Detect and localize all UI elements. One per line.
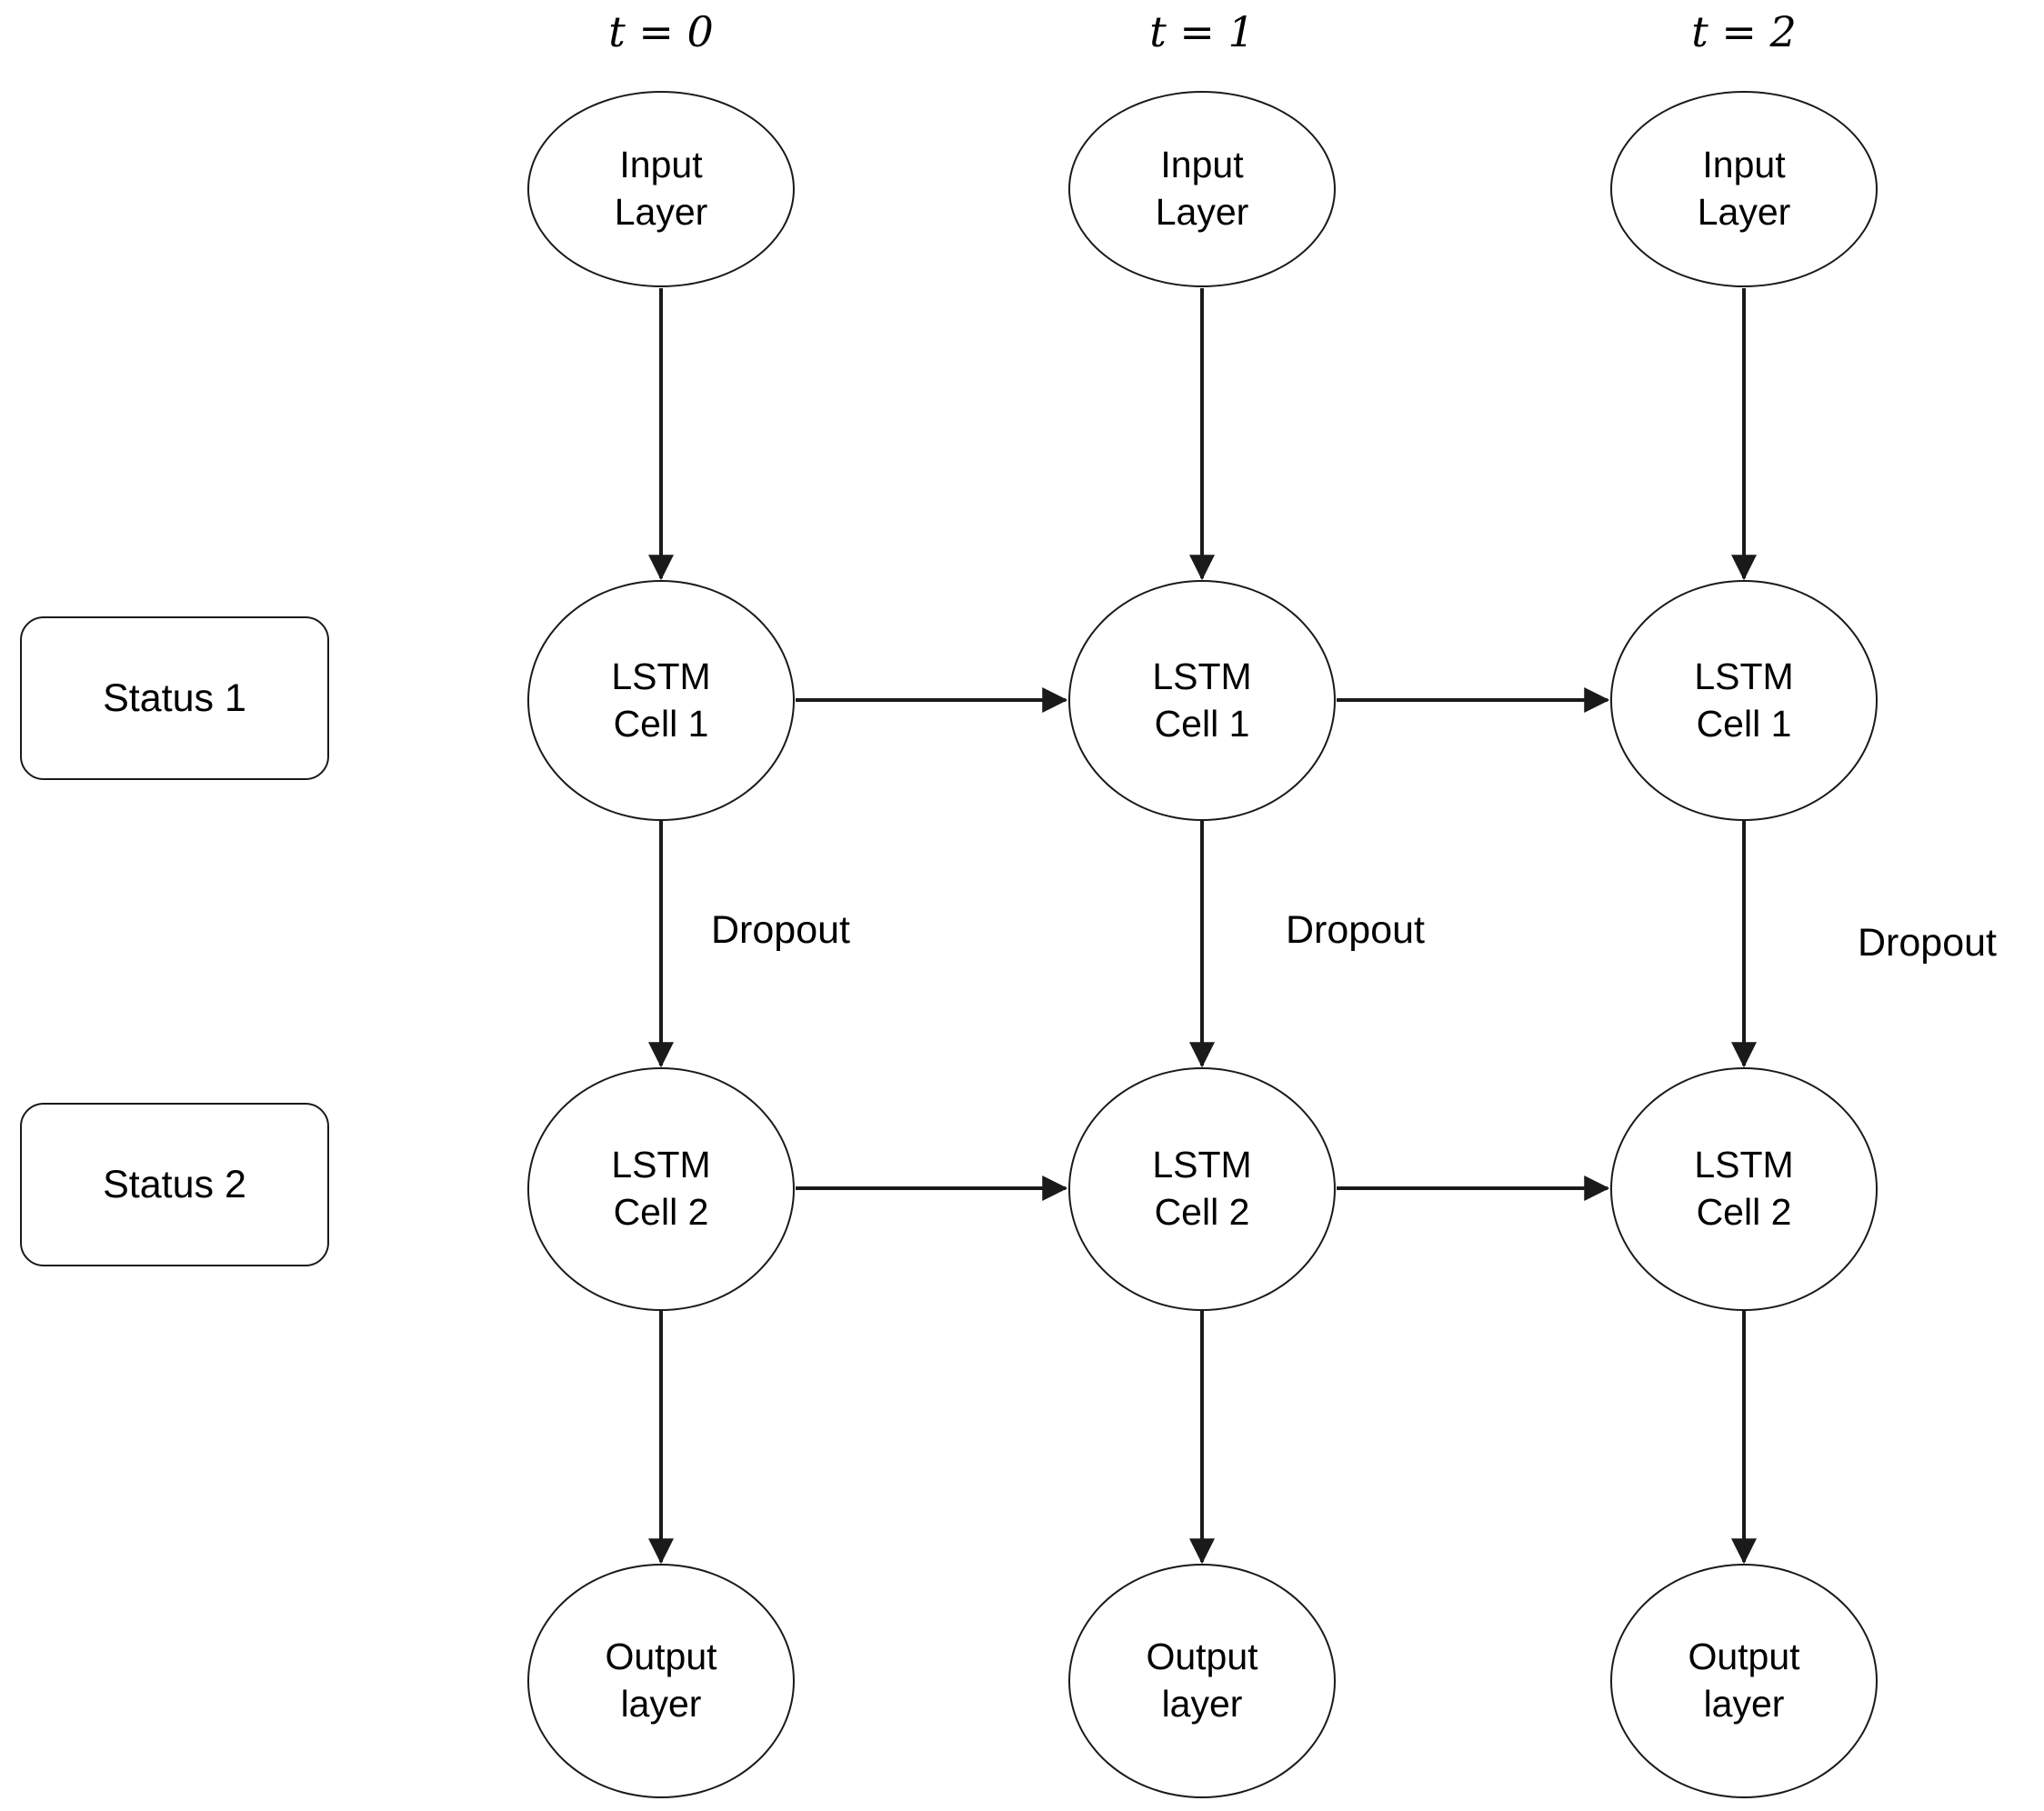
status-box-2-label: Status 2 bbox=[103, 1162, 246, 1206]
node-lstm-cell-2-t2-line2: Cell 2 bbox=[1696, 1191, 1792, 1233]
node-input-layer-t1-line2: Layer bbox=[1155, 191, 1249, 233]
node-lstm-cell-1-t2[interactable]: LSTM Cell 1 bbox=[1610, 580, 1878, 821]
node-input-layer-t0-line1: Input bbox=[619, 144, 703, 186]
node-lstm-cell-2-t0-line2: Cell 2 bbox=[613, 1191, 709, 1233]
node-lstm-cell-2-t0-line1: LSTM bbox=[611, 1144, 711, 1186]
node-lstm-cell-1-t0-line2: Cell 1 bbox=[613, 702, 709, 745]
node-lstm-cell-1-t0[interactable]: LSTM Cell 1 bbox=[527, 580, 795, 821]
edge-label-dropout-t0: Dropout bbox=[711, 908, 850, 952]
node-lstm-cell-2-t1-line1: LSTM bbox=[1152, 1144, 1252, 1186]
status-box-1-label: Status 1 bbox=[103, 675, 246, 720]
node-lstm-cell-2-t1[interactable]: LSTM Cell 2 bbox=[1068, 1067, 1336, 1311]
node-lstm-cell-1-t1[interactable]: LSTM Cell 1 bbox=[1068, 580, 1336, 821]
node-lstm-cell-1-t2-line2: Cell 1 bbox=[1696, 702, 1792, 745]
node-input-layer-t0-line2: Layer bbox=[614, 191, 708, 233]
node-lstm-cell-2-t0[interactable]: LSTM Cell 2 bbox=[527, 1067, 795, 1311]
time-step-label-t2: t = 2 bbox=[1691, 7, 1797, 56]
node-input-layer-t2[interactable]: Input Layer bbox=[1610, 91, 1878, 287]
status-box-1[interactable]: Status 1 bbox=[20, 616, 329, 780]
node-input-layer-t1[interactable]: Input Layer bbox=[1068, 91, 1336, 287]
node-lstm-cell-1-t1-line1: LSTM bbox=[1152, 655, 1252, 697]
node-lstm-cell-2-t2-line1: LSTM bbox=[1694, 1144, 1794, 1186]
edge-label-dropout-t1: Dropout bbox=[1286, 908, 1425, 952]
node-output-layer-t1-line2: layer bbox=[1161, 1683, 1243, 1725]
node-input-layer-t2-line1: Input bbox=[1702, 144, 1786, 186]
node-lstm-cell-1-t0-line1: LSTM bbox=[611, 655, 711, 697]
node-input-layer-t2-line2: Layer bbox=[1697, 191, 1791, 233]
node-lstm-cell-1-t2-line1: LSTM bbox=[1694, 655, 1794, 697]
node-output-layer-t1[interactable]: Output layer bbox=[1068, 1564, 1336, 1798]
node-output-layer-t2[interactable]: Output layer bbox=[1610, 1564, 1878, 1798]
node-input-layer-t1-line1: Input bbox=[1160, 144, 1244, 186]
time-step-label-t0: t = 0 bbox=[608, 7, 714, 56]
node-output-layer-t2-line1: Output bbox=[1688, 1636, 1800, 1678]
status-box-2[interactable]: Status 2 bbox=[20, 1103, 329, 1266]
node-lstm-cell-2-t2[interactable]: LSTM Cell 2 bbox=[1610, 1067, 1878, 1311]
node-output-layer-t2-line2: layer bbox=[1703, 1683, 1785, 1725]
node-lstm-cell-1-t1-line2: Cell 1 bbox=[1154, 702, 1250, 745]
node-input-layer-t0[interactable]: Input Layer bbox=[527, 91, 795, 287]
node-output-layer-t0-line2: layer bbox=[620, 1683, 702, 1725]
node-output-layer-t1-line1: Output bbox=[1146, 1636, 1258, 1678]
time-step-label-t1: t = 1 bbox=[1149, 7, 1255, 56]
node-output-layer-t0-line1: Output bbox=[605, 1636, 717, 1678]
edge-label-dropout-t2: Dropout bbox=[1858, 921, 1997, 965]
node-lstm-cell-2-t1-line2: Cell 2 bbox=[1154, 1191, 1250, 1233]
node-output-layer-t0[interactable]: Output layer bbox=[527, 1564, 795, 1798]
